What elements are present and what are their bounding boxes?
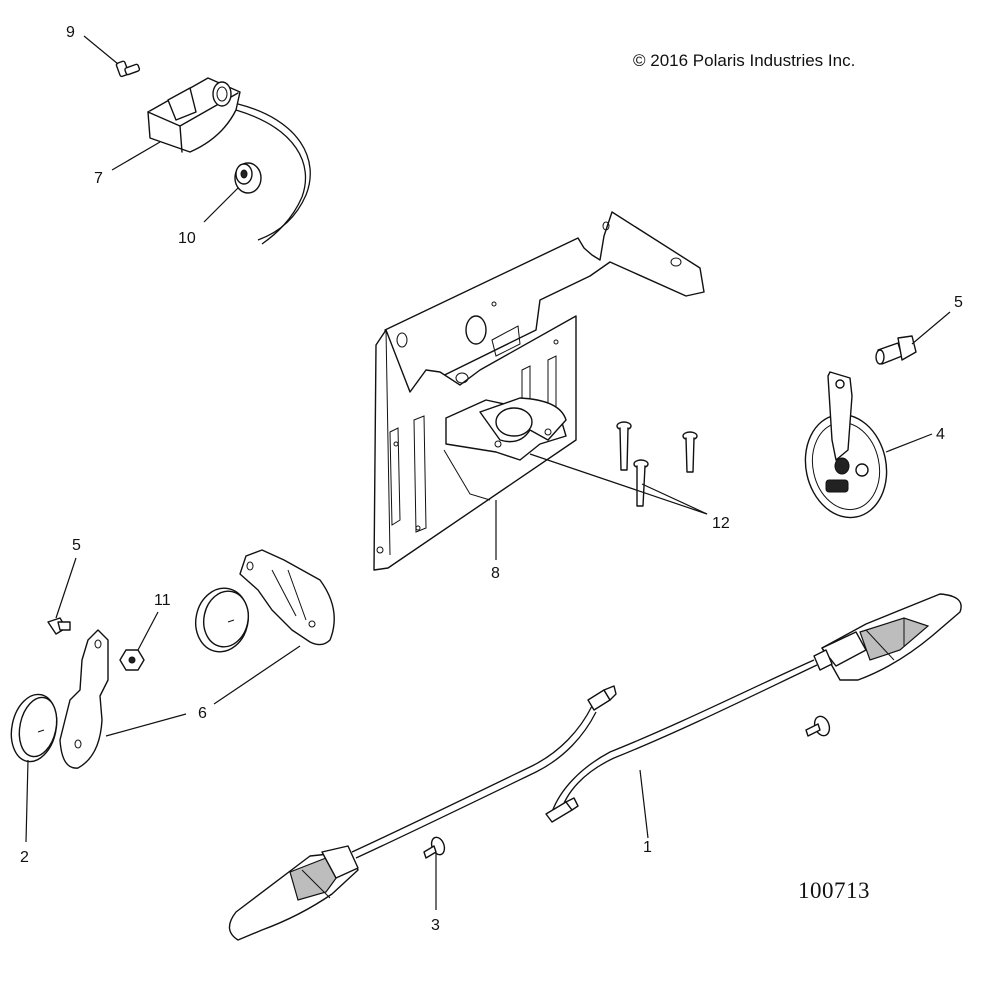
turn-signal-left-wire-2	[355, 711, 597, 859]
callout-5-top: 5	[954, 294, 963, 311]
callout-4: 4	[936, 426, 945, 443]
callout-3: 3	[431, 917, 440, 934]
part-5-bolt-left	[47, 617, 71, 635]
part-1-wire-2	[559, 664, 818, 815]
part-4-horn	[804, 371, 888, 519]
copyright-notice: © 2016 Polaris Industries Inc.	[633, 51, 856, 70]
callout-6: 6	[198, 705, 207, 722]
screw-right	[805, 715, 831, 737]
callout-numbers: 9 7 10 5 4 12 8 5 11 6 2 3 1	[20, 24, 963, 934]
part-2-reflector	[10, 693, 58, 763]
callout-2: 2	[20, 849, 29, 866]
part-7-lamp-housing	[147, 77, 241, 153]
callout-8: 8	[491, 565, 500, 582]
part-5-bolt-top	[875, 335, 917, 365]
callout-9: 9	[66, 24, 75, 41]
part-7-wire-2	[235, 109, 307, 245]
part-10-grommet	[234, 162, 262, 194]
part-8-plate-bracket	[373, 211, 705, 571]
part-1-wire	[551, 659, 815, 813]
part-6-reflector-bracket-left	[59, 629, 109, 769]
turn-signal-left-wire	[351, 705, 593, 853]
callout-7: 7	[94, 170, 103, 187]
part-9-screw	[115, 60, 141, 78]
callout-10: 10	[178, 230, 196, 247]
part-1-turn-signal	[813, 593, 962, 681]
callout-12: 12	[712, 515, 730, 532]
turn-signal-left	[228, 845, 359, 941]
callout-11: 11	[154, 592, 171, 609]
part-12-screws	[616, 421, 698, 507]
part-6-reflector	[195, 587, 249, 653]
leader-lines	[25, 35, 951, 910]
turn-signal-left-connector	[587, 685, 617, 711]
drawing-number: 100713	[798, 878, 870, 903]
part-1-connector	[545, 797, 579, 823]
part-3-screw	[423, 836, 446, 859]
callout-1: 1	[643, 839, 652, 856]
part-6-reflector-bracket-right	[239, 549, 335, 646]
callout-5-left: 5	[72, 537, 81, 554]
part-11-nut	[119, 649, 145, 671]
